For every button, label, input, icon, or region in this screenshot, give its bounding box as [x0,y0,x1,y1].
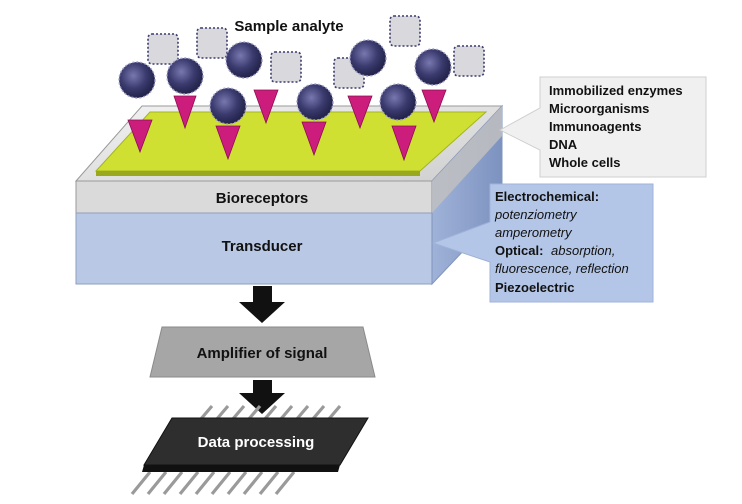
chip-pin [178,470,200,496]
down-arrow-icon [239,286,285,323]
antigen-square [196,27,228,59]
optical-method-2: fluorescence, reflection [495,261,629,276]
analyte-sphere [209,87,247,125]
sample-analyte-title: Sample analyte [234,18,343,35]
optical-line: Optical: absorption, [495,243,615,258]
transducer-types-callout [431,183,654,303]
chip-pin [274,470,296,496]
bioreceptor-type-item: DNA [549,137,578,152]
receptor-triangle [347,95,373,130]
chip-pin [146,470,168,496]
analyte-group [118,39,452,125]
amplifier-label: Amplifier of signal [197,345,328,362]
receptor-triangle [301,121,327,157]
chip-pin [242,470,264,496]
antigen-square [147,33,179,65]
chip-body-edge [142,465,340,472]
bioreceptor-layer [75,180,433,214]
transducer-label: Transducer [222,238,303,255]
electrochemical-heading: Electrochemical: [495,189,599,204]
analyte-sphere [296,83,334,121]
chip-pin [226,470,248,496]
receptor-group [127,89,447,162]
chip-pin [162,470,184,496]
receptor-triangle [173,95,197,130]
analyte-sphere [118,61,156,99]
receptor-triangle [421,89,447,124]
electrochemical-method: amperometry [495,225,573,240]
receptor-surface [94,111,488,172]
receptor-triangle [215,125,241,161]
receptor-triangle [127,119,153,154]
bioreceptor-types-callout [498,76,707,178]
optical-heading: Optical: [495,243,543,258]
receptor-surface-edge [96,171,420,176]
bioreceptor-type-item: Microorganisms [549,101,649,116]
electrochemical-method: potenziometry [494,207,578,222]
piezoelectric-label: Piezoelectric [495,280,575,295]
chip-pin [194,470,216,496]
antigen-group [147,15,485,89]
down-arrow-icon [239,380,285,414]
analyte-sphere [414,48,452,86]
antigen-square [453,45,485,77]
amplifier-block [149,326,376,378]
bioreceptor-types-list: Immobilized enzymes Microorganisms Immun… [549,83,683,170]
bioreceptor-type-item: Immunoagents [549,119,641,134]
bioreceptor-type-item: Whole cells [549,155,621,170]
bioreceptor-type-item: Immobilized enzymes [549,83,683,98]
chip-pin [258,470,280,496]
analyte-sphere [349,39,387,77]
antigen-square [389,15,421,47]
optical-method-1: absorption, [551,243,615,258]
transducer-types-list: Electrochemical: potenziometry amperomet… [494,189,629,295]
analyte-sphere [379,83,417,121]
analyte-sphere [225,41,263,79]
antigen-square [270,51,302,83]
analyte-sphere [166,57,204,95]
chip-pin [210,470,232,496]
data-processing-label: Data processing [198,434,315,451]
bioreceptors-label: Bioreceptors [216,190,309,207]
slab-right-side-top [432,106,502,213]
receptor-triangle [391,125,417,162]
receptor-triangle [253,89,279,125]
transducer-layer [75,212,433,285]
chip-pin [130,470,152,496]
